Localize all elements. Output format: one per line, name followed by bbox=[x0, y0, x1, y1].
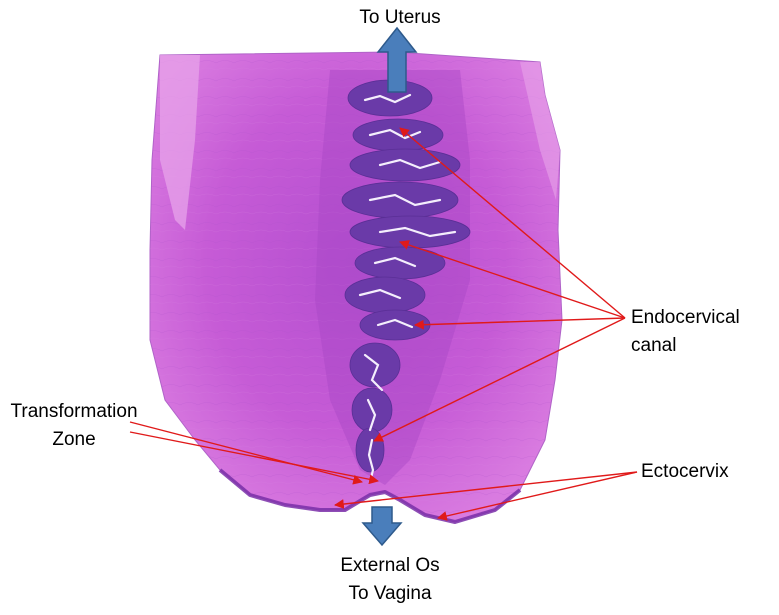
to-vagina-arrow-icon bbox=[361, 506, 403, 547]
gland-cluster bbox=[354, 246, 446, 280]
to-uterus-label: To Uterus bbox=[359, 7, 441, 28]
pointer-line bbox=[414, 317, 626, 330]
gland-lumens bbox=[358, 93, 457, 484]
pale-margin-left bbox=[160, 55, 200, 230]
external-os-line1: External Os bbox=[340, 555, 440, 576]
ectocervix-pointers bbox=[334, 471, 638, 521]
to-uterus-arrow-icon bbox=[376, 26, 418, 93]
external-os-line2: To Vagina bbox=[348, 583, 432, 604]
transformation-line2: Zone bbox=[52, 429, 96, 450]
pointer-line bbox=[334, 471, 638, 509]
transformation-zone-label: Transformation Zone bbox=[0, 400, 148, 452]
pale-margin-right bbox=[520, 62, 560, 200]
external-os-label: External Os To Vagina bbox=[320, 554, 460, 606]
pointer-line bbox=[373, 317, 626, 442]
gland-cluster bbox=[344, 276, 426, 314]
gland-cluster bbox=[349, 148, 461, 182]
ectocervix-epithelium bbox=[218, 468, 522, 524]
endocervical-line1: Endocervical bbox=[631, 307, 740, 328]
endocervical-canal-label: Endocervical canal bbox=[631, 306, 740, 358]
transformation-line1: Transformation bbox=[10, 401, 138, 422]
pointer-line bbox=[129, 431, 379, 485]
gland-cluster bbox=[349, 342, 401, 388]
transformation-pointers bbox=[129, 421, 379, 485]
pointer-line bbox=[129, 421, 363, 485]
pointer-line bbox=[399, 127, 626, 319]
ectocervix-label: Ectocervix bbox=[641, 461, 729, 482]
endocervical-pointers bbox=[373, 127, 626, 442]
endocervical-line2: canal bbox=[631, 335, 677, 356]
pointer-line bbox=[437, 471, 638, 521]
pointer-line bbox=[399, 240, 626, 319]
